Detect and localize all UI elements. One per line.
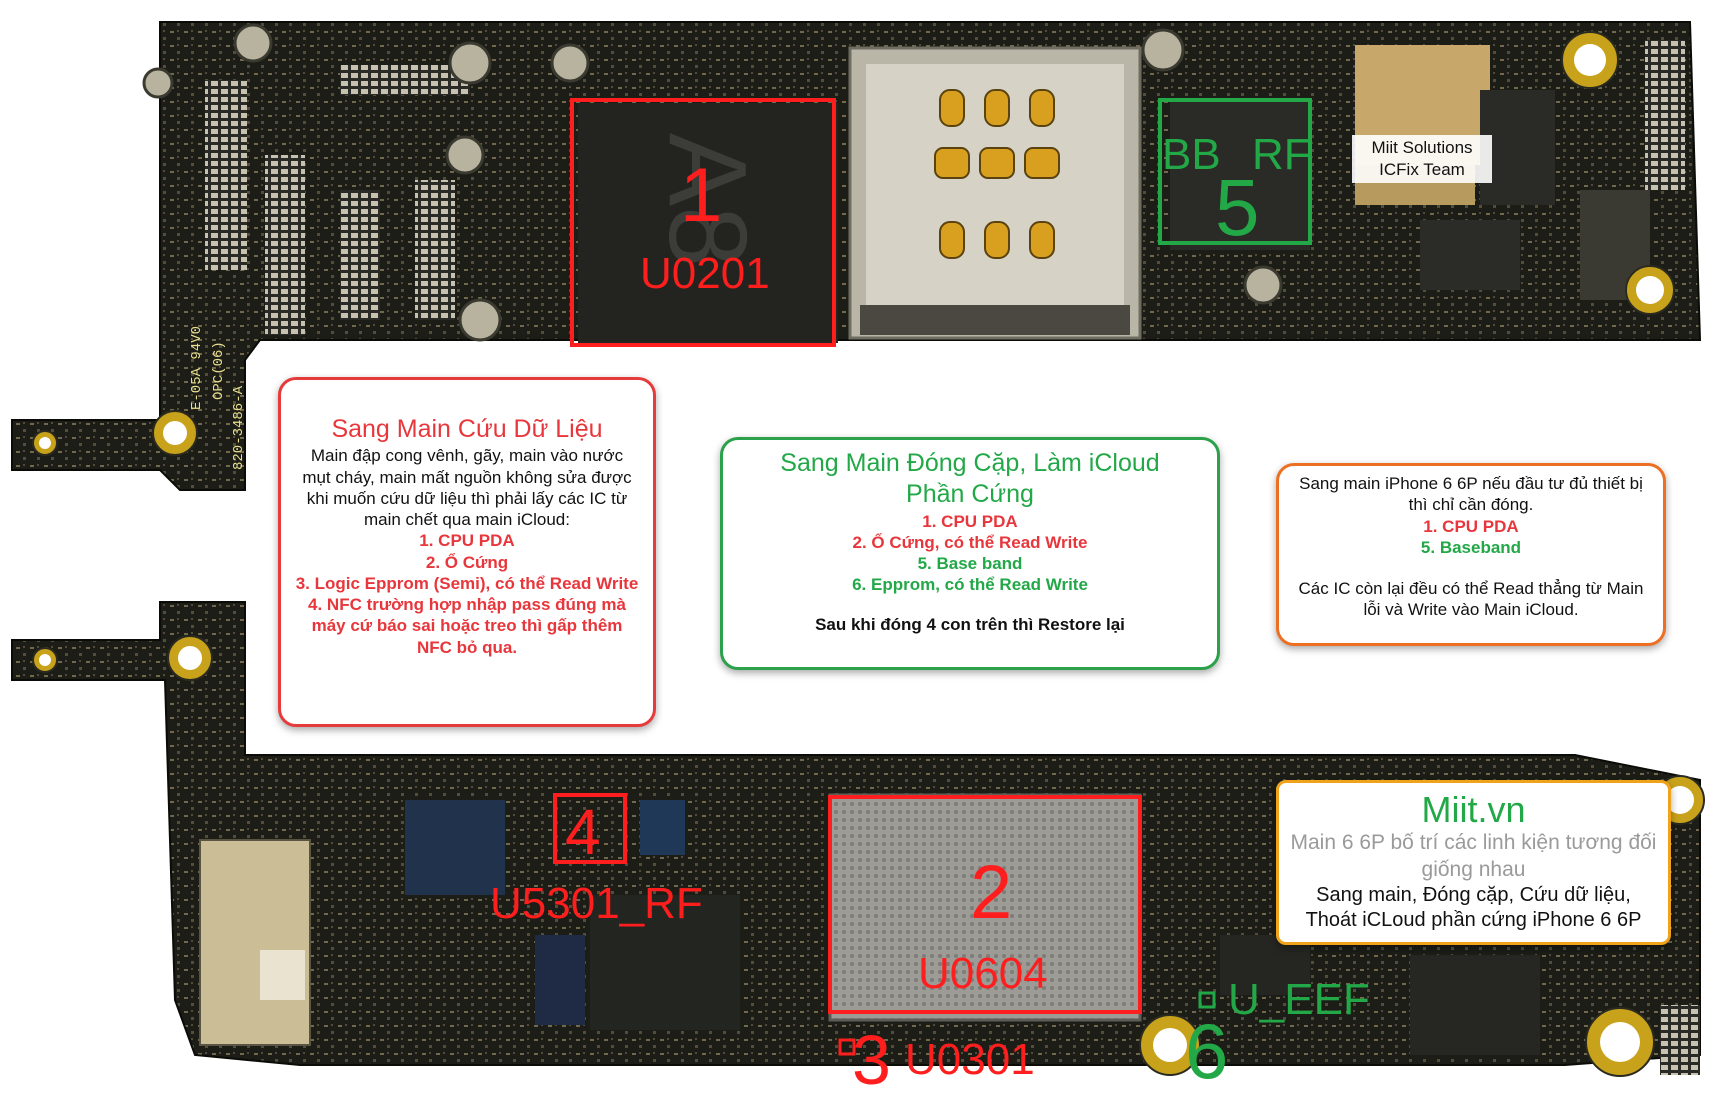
chip-4-label: U5301_RF xyxy=(490,879,703,928)
pairing-footer: Sau khi đóng 4 con trên thì Restore lại xyxy=(815,614,1125,634)
iphone6-footer: Các IC còn lại đều có thể Read thẳng từ … xyxy=(1298,579,1644,620)
recovery-body: Main đập cong vênh, gãy, main vào nước m… xyxy=(302,446,632,529)
nand-highlight xyxy=(828,795,1142,1014)
miit-team-line-1: Miit Solutions xyxy=(1371,138,1473,157)
iphone6-item: 1. CPU PDA xyxy=(1423,516,1519,536)
iphone6-annotation: Sang main iPhone 6 6P nếu đầu tư đủ thiế… xyxy=(1276,463,1666,646)
chip-5-label-bb: BB xyxy=(1162,130,1221,179)
recovery-item: 1. CPU PDA xyxy=(419,531,515,551)
recovery-item: 4. NFC trường hợp nhập pass đúng mà máy … xyxy=(308,595,626,657)
miit-line-2: Thoát iCLoud phần cứng iPhone 6 6P xyxy=(1305,908,1642,931)
pairing-item: 6. Epprom, có thể Read Write xyxy=(852,575,1088,595)
miit-subtitle: Main 6 6P bố trí các linh kiện tương đối… xyxy=(1290,831,1657,881)
pairing-title-line-2: Phần Cứng xyxy=(906,480,1034,509)
recovery-title: Sang Main Cứu Dữ Liệu xyxy=(331,415,603,443)
miit-line-1: Sang main, Đóng cặp, Cứu dữ liệu, xyxy=(1316,883,1631,906)
silk-board-number: 820-3486-A xyxy=(231,385,247,470)
chip-3-number: 3 xyxy=(852,1021,891,1099)
miit-title: Miit.vn xyxy=(1421,789,1526,830)
cpu-highlight xyxy=(570,98,836,347)
pairing-annotation: Sang Main Đóng Cặp, Làm iCloud Phần Cứng… xyxy=(720,437,1220,670)
miit-team-sticker: Miit Solutions ICFix Team xyxy=(1352,137,1492,181)
top-board: A8 820-34 xyxy=(11,21,1702,491)
miit-team-line-2: ICFix Team xyxy=(1379,160,1465,180)
chip-5-label-rf: RF xyxy=(1252,130,1311,179)
pairing-item: 1. CPU PDA xyxy=(922,511,1018,531)
bottom-board xyxy=(11,601,1705,1077)
iphone6-body: Sang main iPhone 6 6P nếu đầu tư đủ thiế… xyxy=(1299,474,1643,515)
miit-annotation: Miit.vn Main 6 6P bố trí các linh kiện t… xyxy=(1276,780,1671,945)
chip-1-label: U0201 xyxy=(640,249,770,298)
recovery-item: 2. Ổ Cứng xyxy=(425,552,509,572)
silk-rating: E-05A 94V0 xyxy=(189,326,205,410)
cpu-silk-text: A8 xyxy=(646,133,769,268)
pairing-item: 2. Ổ Cứng, có thể Read Write xyxy=(852,532,1088,552)
chip-6-number: 6 xyxy=(1185,1007,1229,1095)
recovery-annotation: Sang Main Cứu Dữ Liệu Main đập cong vênh… xyxy=(278,377,656,727)
chip-3-label: U0301 xyxy=(905,1035,1035,1084)
baseband-highlight xyxy=(1158,98,1312,245)
chip-2-number: 2 xyxy=(970,850,1013,935)
chip-2-label: U0604 xyxy=(918,949,1048,998)
pairing-item: 5. Base band xyxy=(917,554,1023,573)
iphone6-item: 5. Baseband xyxy=(1420,537,1522,557)
chip-6-label: U_EEF xyxy=(1228,975,1370,1024)
chip-4-number: 4 xyxy=(565,796,601,868)
pairing-title-line-1: Sang Main Đóng Cặp, Làm iCloud xyxy=(780,449,1160,477)
chip-1-number: 1 xyxy=(680,153,723,238)
eeprom-highlight xyxy=(838,1038,856,1056)
silk-opc: OPC(06) xyxy=(211,341,227,400)
eef-highlight xyxy=(1198,991,1216,1009)
chip-5-number: 5 xyxy=(1215,163,1260,252)
recovery-item: 3. Logic Epprom (Semi), có thể Read Writ… xyxy=(295,573,639,593)
nfc-highlight xyxy=(553,793,627,864)
